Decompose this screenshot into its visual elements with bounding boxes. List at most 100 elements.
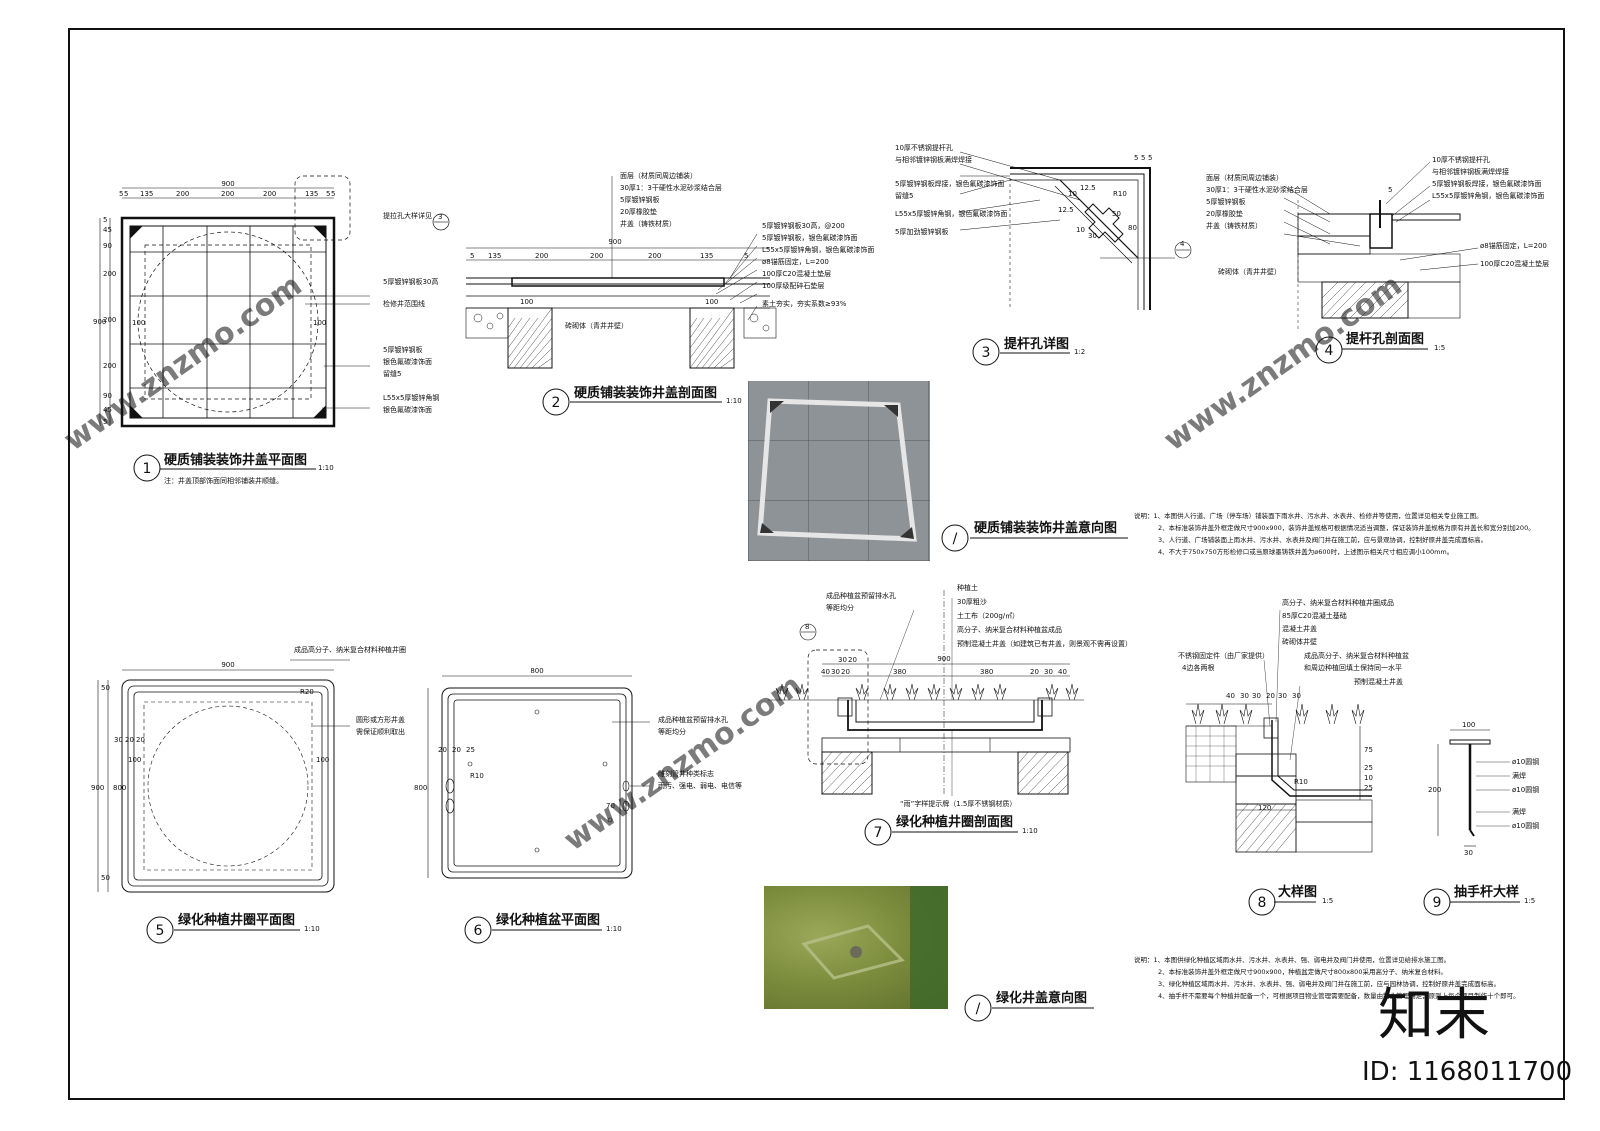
- view-2-section: [465, 176, 777, 369]
- v4-left-3: 20厚橡胶垫: [1206, 209, 1243, 218]
- v4-number-circle: [1315, 336, 1343, 364]
- notes2-line-2: 3、绿化种植区域雨水井、污水井、水表井、强、弱电井及阀门井在施工前，应与园林协调…: [1158, 979, 1500, 988]
- v8-callout-8: 预制混凝土井盖: [1354, 677, 1403, 686]
- v3-number-circle: [972, 338, 1000, 366]
- v1-title: 硬质铺装装饰井盖平面图: [164, 452, 307, 468]
- view-3-labels: 10厚不锈钢提杆孔 与相邻镀锌钢板满焊焊接 5厚镀锌钢板焊接，银色氟碳漆饰面 留…: [895, 143, 1185, 366]
- v2-layer-0: 面层（材质同周边铺装）: [620, 171, 697, 180]
- v3-dim-6: 12.5: [1080, 184, 1096, 192]
- cover-frame-graphic: [757, 398, 917, 542]
- watermark-text-3: www.znzmo.com: [1158, 268, 1409, 458]
- v4-right-4: ø8锚筋固定，L=200: [1480, 241, 1547, 250]
- v2-right-4: 100厚C20混凝土垫层: [762, 269, 831, 278]
- v8-dim-2: 30: [1252, 692, 1261, 700]
- v4-left-2: 5厚镀锌钢板: [1206, 197, 1245, 206]
- v8-dim-25a: 25: [1364, 764, 1373, 772]
- hardscape-cover-photo: [748, 381, 930, 561]
- v6-left-total: 800: [414, 784, 427, 792]
- v8-title: 大样图: [1278, 884, 1317, 900]
- photo-1-number: /: [953, 531, 958, 547]
- view-6-plan: [427, 675, 650, 879]
- v4-right-0: 10厚不锈钢提杆孔: [1432, 155, 1490, 164]
- v2-right-6: 素土夯实，夯实系数≥93%: [762, 299, 847, 308]
- v3-title: 提杆孔详图: [1004, 336, 1069, 352]
- v8-dim-3: 20: [1266, 692, 1275, 700]
- v6-r: R10: [470, 772, 484, 780]
- v4-left-4: 井盖（铸铁材质）: [1206, 221, 1262, 230]
- view-8-labels: 高分子、纳米复合材料种植井圈成品 85厚C20混凝土基础 混凝土井盖 砖砌体井壁…: [1178, 598, 1409, 916]
- v1-callout-1: 5厚镀锌钢板30高: [383, 277, 438, 286]
- v9-dim-30: 30: [1464, 849, 1473, 857]
- v6-dim-2: 25: [466, 746, 475, 754]
- v4-scale: 1:5: [1434, 344, 1445, 352]
- v1-dim-left-7: 45: [103, 406, 112, 414]
- watermark-id: ID: 1168011700: [1362, 1057, 1572, 1087]
- view-7-labels: 成品种植盆预留排水孔 等距均分 种植土 30厚粗沙 土工布（200g/㎡） 高分…: [805, 583, 1132, 846]
- v6-callout-1: 等距均分: [658, 727, 686, 736]
- v7-sub-1: 20: [848, 656, 857, 664]
- v7-title: 绿化种植井圈剖面图: [896, 814, 1013, 830]
- v4-number: 4: [1325, 343, 1334, 359]
- v2-layer-2: 5厚镀锌钢板: [620, 195, 659, 204]
- v9-callout-3: 满焊: [1512, 807, 1526, 816]
- v8-callout-3: 砖砌体井壁: [1282, 637, 1317, 646]
- v6-dim-1: 20: [452, 746, 461, 754]
- v1-dim-left-0: 5: [103, 216, 107, 224]
- v1-callout-detail: 提拉孔大样详见: [383, 211, 432, 220]
- v7-dim-7: 40: [1058, 668, 1067, 676]
- v2-number: 2: [552, 395, 561, 411]
- v2-dim-100a: 100: [520, 298, 533, 306]
- v2-right-3: ø8锚筋固定，L=200: [762, 257, 829, 266]
- view-1-plan: [99, 175, 450, 428]
- photo-2-caption: / 绿化井盖意向图: [964, 990, 1094, 1022]
- v3-callout-2: 5厚镀锌钢板焊接，银色氟碳漆饰面: [895, 179, 1004, 188]
- v6-scale: 1:10: [606, 925, 622, 933]
- grass-cover-graphic: [801, 886, 948, 1009]
- v1-note: 注：井盖顶部饰面同相邻铺装井顺缝。: [164, 476, 283, 485]
- v3-dim-0: 5: [1134, 154, 1138, 162]
- v5-number: 5: [156, 923, 165, 939]
- v2-dim-1: 135: [488, 252, 501, 260]
- v8-callout-1: 85厚C20混凝土基础: [1282, 611, 1347, 620]
- v3-dim-9: 10: [1076, 226, 1085, 234]
- v1-callout-6: L55x5厚镀锌角钢: [383, 393, 439, 402]
- v2-right-2: L55x5厚镀锌角钢，银色氟碳漆饰面: [762, 245, 874, 254]
- v5-left-dim-1: 30: [114, 736, 123, 744]
- notes1-line-3: 4、不大于750x750方形检修口或当原球墨铸铁井盖为ø600时，上述图示相关尺…: [1158, 547, 1453, 556]
- v3-callout-4: L55x5厚镀锌角钢，银色氟碳漆饰面: [895, 209, 1007, 218]
- v5-overall: 900: [221, 661, 234, 669]
- v7-number-circle: [864, 818, 892, 846]
- notes1-line-1: 2、本标准装饰井盖外框定做尺寸900x900，装饰井盖规格可根据情况适当调整，保…: [1158, 523, 1535, 532]
- v2-dim-2: 200: [535, 252, 548, 260]
- v7-overall: 900: [937, 655, 950, 663]
- v6-callout-0: 成品种植盆预留排水孔: [658, 715, 728, 724]
- v1-dim-left-6: 90: [103, 392, 112, 400]
- v9-callout-0: ø10圆钢: [1512, 757, 1539, 766]
- watermark-text-2: www.znzmo.com: [558, 668, 809, 858]
- v1-dim-top-8: 5: [331, 190, 335, 198]
- v8-callout-6: 成品高分子、纳米复合材料种植盆: [1304, 651, 1409, 660]
- v5-left-dim-7: 50: [101, 874, 110, 882]
- v5-left-dim-5: 800: [113, 784, 126, 792]
- v1-dim-left-8: 5: [103, 418, 107, 426]
- view-9-labels: 100 200 30 ø10圆钢 满焊 ø10圆钢 满焊 ø10圆钢 9 抽手杆…: [1423, 721, 1539, 916]
- notes-1: 说明：1、本图供人行道、广场（停车场）铺装面下雨水井、污水井、水表井、检修井等使…: [1134, 511, 1535, 556]
- v1-callout-7: 银色氟碳漆饰面: [383, 405, 432, 414]
- v3-dim-5: 10: [1068, 190, 1077, 198]
- view-7-section: [768, 590, 1084, 796]
- v1-dim-left-3: 200: [103, 270, 116, 278]
- v8-scale: 1:5: [1322, 897, 1333, 905]
- v4-dim-top: 5: [1388, 186, 1392, 194]
- v2-dim-4: 200: [648, 252, 661, 260]
- v4-title: 提杆孔剖面图: [1346, 331, 1424, 347]
- v9-callout-2: ø10圆钢: [1512, 785, 1539, 794]
- v7-dim-0: 40: [821, 668, 830, 676]
- v3-callout-0: 10厚不锈钢提杆孔: [895, 143, 953, 152]
- view-5-plan: [97, 659, 350, 893]
- v5-callout-0: 成品高分子、纳米复合材料种植井圈: [294, 645, 406, 654]
- v7-sub-0: 30: [838, 656, 847, 664]
- v6-title: 绿化种植盆平面图: [496, 912, 600, 928]
- v1-callout-4: 银色氟碳漆饰面: [383, 357, 432, 366]
- v3-dim-r10: R10: [1113, 190, 1127, 198]
- v8-number: 8: [1258, 895, 1267, 911]
